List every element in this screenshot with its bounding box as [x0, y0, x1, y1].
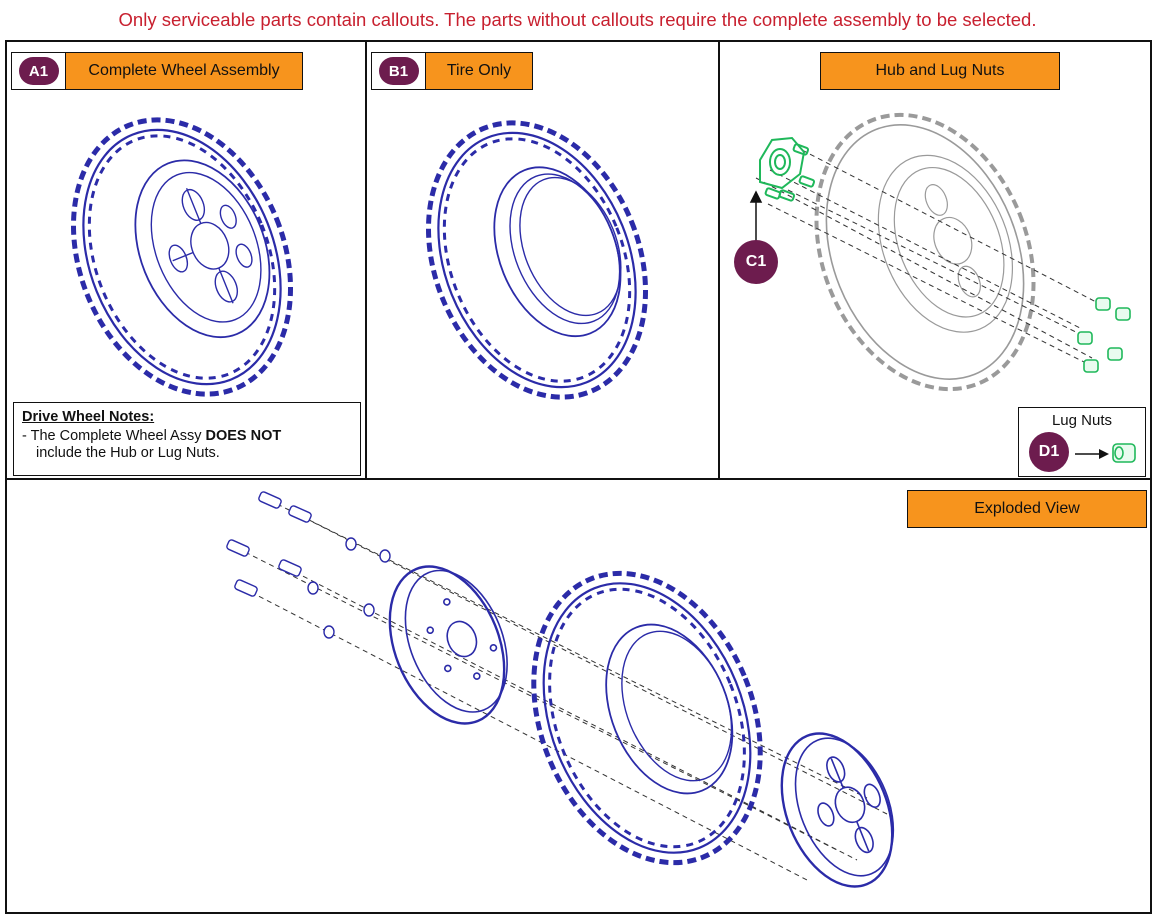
tire-only-illustration[interactable]	[367, 42, 720, 462]
notes-line-1: - The Complete Wheel Assy DOES NOT	[22, 428, 352, 445]
callout-badge-b1[interactable]: B1	[378, 57, 419, 85]
notes-line-1-prefix: - The Complete Wheel Assy	[22, 428, 206, 444]
callout-badge-a1[interactable]: A1	[18, 57, 59, 85]
callout-cell: B1	[372, 53, 426, 89]
top-note: Only serviceable parts contain callouts.…	[118, 9, 1037, 30]
lug-nuts-title: Lug Nuts	[1051, 412, 1113, 429]
exploded-view-label: Exploded View	[907, 490, 1147, 528]
complete-wheel-header: A1 Complete Wheel Assembly	[11, 52, 303, 90]
lug-nut-arrow-art	[1075, 443, 1136, 463]
lug-nuts-box: Lug Nuts D1	[1018, 407, 1146, 477]
lug-nuts-part[interactable]	[1077, 297, 1131, 373]
panel-hub-lug-nuts: Hub and Lug Nuts	[718, 40, 1152, 480]
panel-tire-only: B1 Tire Only	[365, 40, 720, 480]
callout-cell: A1	[12, 53, 66, 89]
notes-line-2: include the Hub or Lug Nuts.	[36, 445, 220, 461]
callout-d1[interactable]: D1	[1029, 432, 1069, 472]
panel-exploded-view: Exploded View	[5, 478, 1152, 914]
hub-lug-nuts-label: Hub and Lug Nuts	[820, 52, 1060, 90]
callout-c1[interactable]: C1	[734, 240, 778, 284]
hub-part[interactable]	[759, 136, 816, 202]
drive-wheel-notes: Drive Wheel Notes: - The Complete Wheel …	[13, 402, 361, 476]
tire-only-header: B1 Tire Only	[371, 52, 533, 90]
exploded-view-illustration[interactable]	[7, 480, 1152, 914]
lug-nut-icon[interactable]	[1112, 443, 1136, 463]
panel-complete-wheel: A1 Complete Wheel Assembly Drive Wheel N…	[5, 40, 367, 480]
hub-lug-nuts-illustration	[749, 112, 1131, 392]
notes-line-1-emphasis: DOES NOT	[205, 428, 282, 444]
complete-wheel-label: Complete Wheel Assembly	[66, 53, 302, 89]
complete-wheel-illustration[interactable]	[7, 42, 367, 402]
notes-title: Drive Wheel Notes:	[22, 409, 155, 425]
tire-only-label: Tire Only	[426, 53, 532, 89]
